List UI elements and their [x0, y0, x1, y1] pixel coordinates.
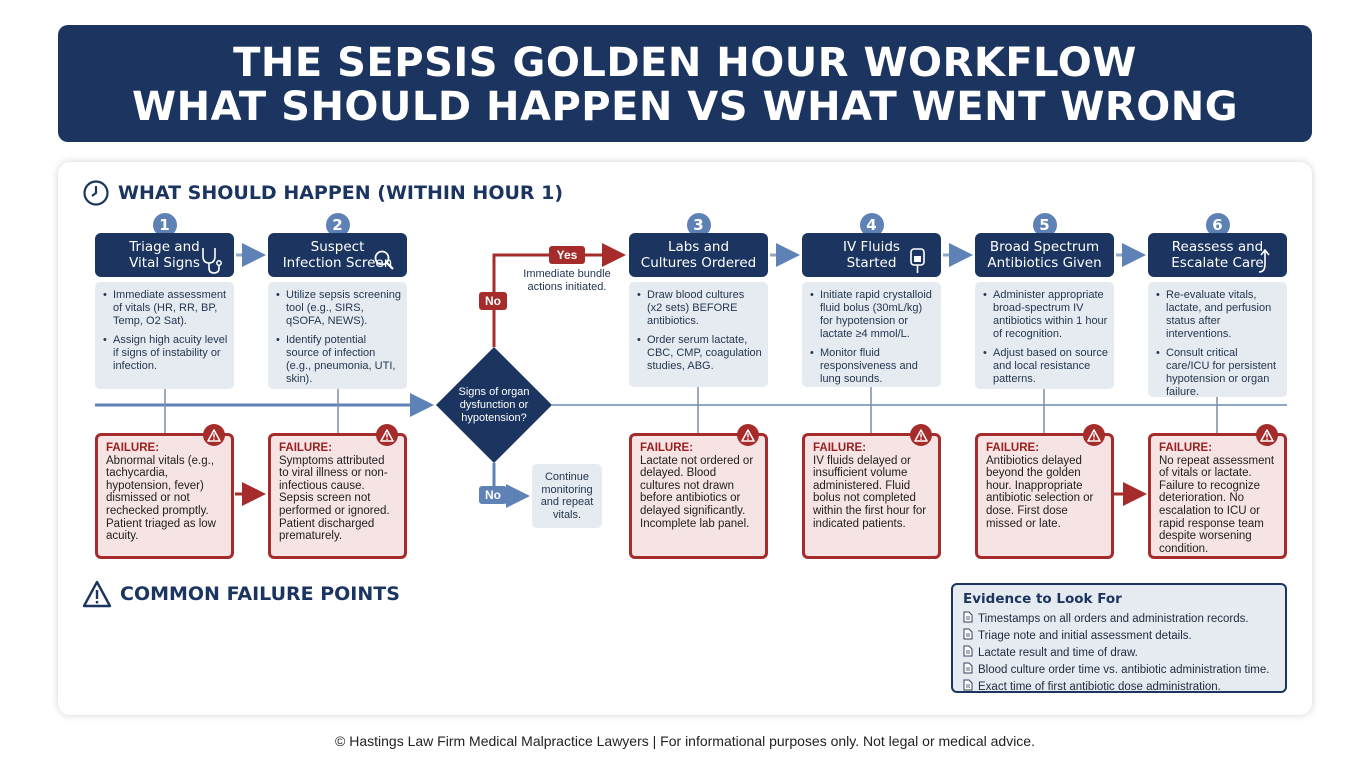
warning-icon: [376, 424, 398, 446]
evidence-text: Lactate result and time of draw.: [978, 647, 1138, 659]
evidence-item: Exact time of first antibiotic dose admi…: [963, 679, 1275, 696]
step-bullet: Utilize sepsis screening tool (e.g., SIR…: [274, 289, 401, 328]
failure-label: FAILURE:: [640, 442, 694, 454]
should-happen-heading: WHAT SHOULD HAPPEN (WITHIN HOUR 1): [82, 179, 563, 207]
step-description-1: Immediate assessment of vitals (HR, RR, …: [95, 282, 234, 389]
step-bullet: Monitor fluid responsiveness and lung so…: [808, 347, 935, 386]
step-title-text: Triage and Vital Signs: [129, 239, 200, 271]
document-icon: [963, 662, 973, 679]
step-drops: [164, 387, 1218, 433]
document-icon: [963, 611, 973, 628]
clock-icon: [83, 180, 109, 206]
failure-text: Symptoms attributed to viral illness or …: [279, 454, 390, 543]
failure-text: Antibiotics delayed beyond the golden ho…: [986, 454, 1094, 530]
failure-label: FAILURE:: [106, 442, 160, 454]
step-title-text: Suspect Infection Screen: [282, 239, 393, 271]
evidence-item: Triage note and initial assessment detai…: [963, 628, 1275, 645]
step-title-2: Suspect Infection Screen: [268, 233, 407, 277]
step-title-text: Broad Spectrum Antibiotics Given: [987, 239, 1102, 271]
step-description-6: Re-evaluate vitals, lactate, and perfusi…: [1148, 282, 1287, 399]
step-bullet: Immediate assessment of vitals (HR, RR, …: [101, 289, 228, 328]
evidence-heading: Evidence to Look For: [963, 591, 1122, 607]
warning-icon: [203, 424, 225, 446]
failure-points-heading: COMMON FAILURE POINTS: [82, 580, 400, 608]
step-bullet: Administer appropriate broad-spectrum IV…: [981, 289, 1108, 341]
step-title-4: IV Fluids Started: [802, 233, 941, 277]
evidence-item: Timestamps on all orders and administrat…: [963, 611, 1275, 628]
title-line-1: THE SEPSIS GOLDEN HOUR WORKFLOW: [233, 40, 1137, 86]
step-title-5: Broad Spectrum Antibiotics Given: [975, 233, 1114, 277]
failure-label: FAILURE:: [279, 442, 333, 454]
no-outcome-box: Continue monitoring and repeat vitals.: [532, 464, 602, 528]
no-tag-top: No: [479, 292, 507, 310]
step-title-3: Labs and Cultures Ordered: [629, 233, 768, 277]
document-icon: [963, 628, 973, 645]
document-icon: [963, 679, 973, 696]
magnifier-icon: [374, 250, 394, 270]
step-title-6: Reassess and Escalate Care: [1148, 233, 1287, 277]
document-icon: [963, 645, 973, 662]
failure-label: FAILURE:: [1159, 442, 1213, 454]
escalate-arrow-icon: [1258, 248, 1270, 273]
failure-text: Lactate not ordered or delayed. Blood cu…: [640, 454, 754, 530]
yes-outcome-text: Immediate bundle actions initiated.: [523, 268, 611, 293]
failure-box-1: FAILURE:Abnormal vitals (e.g., tachycard…: [95, 424, 234, 559]
stethoscope-icon: [202, 248, 222, 274]
warning-icon: [1083, 424, 1105, 446]
evidence-box: Evidence to Look For Timestamps on all o…: [951, 583, 1287, 693]
footer-disclaimer: © Hastings Law Firm Medical Malpractice …: [335, 733, 1035, 749]
step-bullet: Consult critical care/ICU for persistent…: [1154, 347, 1281, 399]
evidence-list: Timestamps on all orders and administrat…: [963, 611, 1275, 696]
step-bullet: Initiate rapid crystalloid fluid bolus (…: [808, 289, 935, 341]
decision-diamond: [436, 347, 552, 463]
step-title-text: Reassess and Escalate Care: [1171, 239, 1264, 271]
evidence-text: Exact time of first antibiotic dose admi…: [978, 681, 1221, 693]
yes-tag: Yes: [549, 246, 585, 264]
evidence-text: Blood culture order time vs. antibiotic …: [978, 664, 1270, 676]
failure-box-5: FAILURE:Antibiotics delayed beyond the g…: [975, 424, 1114, 559]
step-description-4: Initiate rapid crystalloid fluid bolus (…: [802, 282, 941, 387]
step-description-3: Draw blood cultures (x2 sets) BEFORE ant…: [629, 282, 768, 387]
step-bullet: Order serum lactate, CBC, CMP, coagulati…: [635, 334, 762, 373]
step-bullet: Draw blood cultures (x2 sets) BEFORE ant…: [635, 289, 762, 328]
warning-icon: [1256, 424, 1278, 446]
warning-triangle-icon: [82, 580, 112, 608]
evidence-text: Timestamps on all orders and administrat…: [978, 613, 1249, 625]
step-description-2: Utilize sepsis screening tool (e.g., SIR…: [268, 282, 407, 389]
failure-text: No repeat assessment of vitals or lactat…: [1159, 454, 1275, 555]
step-description-5: Administer appropriate broad-spectrum IV…: [975, 282, 1114, 389]
title-line-2: WHAT SHOULD HAPPEN VS WHAT WENT WRONG: [131, 84, 1239, 130]
warning-icon: [737, 424, 759, 446]
warning-icon: [910, 424, 932, 446]
failure-box-2: FAILURE:Symptoms attributed to viral ill…: [268, 424, 407, 559]
failure-label: FAILURE:: [813, 442, 867, 454]
step-title-text: IV Fluids Started: [843, 239, 900, 271]
step-bullet: Re-evaluate vitals, lactate, and perfusi…: [1154, 289, 1281, 341]
iv-bag-icon: [910, 248, 925, 273]
step-bullet: Assign high acuity level if signs of ins…: [101, 334, 228, 373]
failure-text: Abnormal vitals (e.g., tachycardia, hypo…: [106, 454, 216, 543]
title-banner: THE SEPSIS GOLDEN HOUR WORKFLOW WHAT SHO…: [58, 25, 1312, 142]
failure-box-4: FAILURE:IV fluids delayed or insufficien…: [802, 424, 941, 559]
step-bullet: Adjust based on source and local resista…: [981, 347, 1108, 386]
failure-box-6: FAILURE:No repeat assessment of vitals o…: [1148, 424, 1287, 559]
step-title-text: Labs and Cultures Ordered: [640, 239, 757, 271]
evidence-item: Lactate result and time of draw.: [963, 645, 1275, 662]
step-title-1: Triage and Vital Signs: [95, 233, 234, 277]
failure-box-3: FAILURE:Lactate not ordered or delayed. …: [629, 424, 768, 559]
decision-question: Signs of organ dysfunction or hypotensio…: [458, 386, 530, 424]
failure-label: FAILURE:: [986, 442, 1040, 454]
failure-text: IV fluids delayed or insufficient volume…: [813, 454, 927, 530]
no-tag-bottom: No: [479, 486, 507, 504]
evidence-item: Blood culture order time vs. antibiotic …: [963, 662, 1275, 679]
evidence-text: Triage note and initial assessment detai…: [978, 630, 1192, 642]
step-bullet: Identify potential source of infection (…: [274, 334, 401, 386]
